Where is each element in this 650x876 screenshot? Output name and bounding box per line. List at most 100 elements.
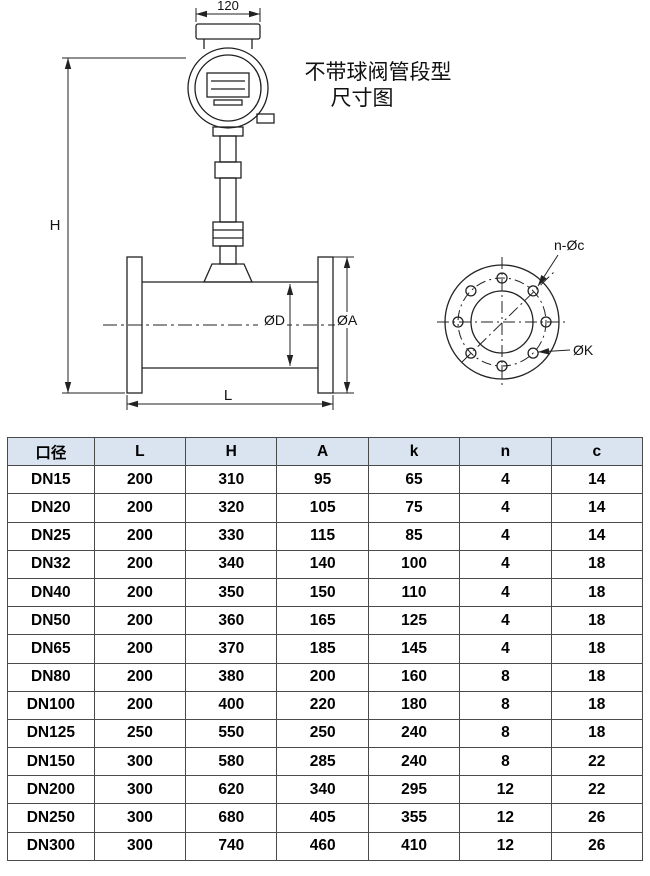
- value-cell: 200: [93, 521, 187, 551]
- row-label-cell: DN150: [7, 747, 95, 777]
- value-cell: 200: [93, 549, 187, 579]
- bolt-circle-leader: [537, 348, 571, 355]
- value-cell: 18: [550, 549, 644, 579]
- value-cell: 330: [185, 521, 278, 551]
- value-cell: 200: [93, 662, 187, 692]
- value-cell: 300: [93, 775, 187, 805]
- dim-h: [62, 57, 186, 394]
- value-cell: 360: [185, 606, 278, 636]
- value-cell: 8: [459, 747, 552, 777]
- value-cell: 550: [185, 718, 278, 749]
- value-cell: 295: [367, 775, 461, 805]
- value-cell: 340: [185, 549, 278, 579]
- value-cell: 200: [93, 634, 187, 664]
- column-header: c: [550, 436, 644, 467]
- bolt-holes-label: n-Øc: [554, 237, 584, 253]
- value-cell: 4: [459, 465, 552, 495]
- dim-l: [126, 395, 334, 410]
- value-cell: 180: [367, 690, 461, 720]
- value-cell: 14: [550, 493, 644, 523]
- value-cell: 620: [185, 775, 278, 805]
- value-cell: 165: [276, 606, 369, 636]
- value-cell: 300: [93, 803, 187, 833]
- value-cell: 400: [185, 690, 278, 720]
- value-cell: 18: [550, 690, 644, 720]
- value-cell: 8: [459, 718, 552, 749]
- row-label-cell: DN15: [7, 465, 95, 495]
- value-cell: 4: [459, 634, 552, 664]
- dimension-drawing-area: 120 H L ØD ØA: [0, 0, 650, 437]
- dimension-drawing: 120 H L ØD ØA: [50, 0, 594, 410]
- value-cell: 250: [93, 718, 187, 749]
- value-cell: 18: [550, 718, 644, 749]
- value-cell: 200: [93, 606, 187, 636]
- value-cell: 250: [276, 718, 369, 749]
- value-cell: 100: [367, 549, 461, 579]
- value-cell: 18: [550, 577, 644, 608]
- value-cell: 240: [367, 747, 461, 777]
- row-label-cell: DN32: [7, 549, 95, 579]
- value-cell: 4: [459, 493, 552, 523]
- value-cell: 355: [367, 803, 461, 833]
- value-cell: 300: [93, 747, 187, 777]
- value-cell: 410: [367, 831, 461, 861]
- value-cell: 18: [550, 606, 644, 636]
- value-cell: 140: [276, 549, 369, 579]
- value-cell: 18: [550, 662, 644, 692]
- value-cell: 22: [550, 747, 644, 777]
- value-cell: 350: [185, 577, 278, 608]
- value-cell: 200: [93, 465, 187, 495]
- value-cell: 200: [93, 493, 187, 523]
- value-cell: 105: [276, 493, 369, 523]
- bolt-holes-leader: [537, 254, 559, 287]
- row-label-cell: DN300: [7, 831, 95, 861]
- column-header: n: [459, 436, 552, 467]
- value-cell: 460: [276, 831, 369, 861]
- dim-label-h: H: [50, 217, 61, 234]
- row-label-cell: DN125: [7, 718, 95, 749]
- value-cell: 145: [367, 634, 461, 664]
- value-cell: 320: [185, 493, 278, 523]
- value-cell: 26: [550, 803, 644, 833]
- row-label-cell: DN80: [7, 662, 95, 692]
- dim-label-d: ØD: [264, 312, 285, 328]
- value-cell: 8: [459, 662, 552, 692]
- value-cell: 110: [367, 577, 461, 608]
- value-cell: 405: [276, 803, 369, 833]
- dim-120: [195, 8, 261, 22]
- column-header: 口径: [7, 436, 95, 467]
- value-cell: 740: [185, 831, 278, 861]
- row-label-cell: DN65: [7, 634, 95, 664]
- value-cell: 4: [459, 549, 552, 579]
- value-cell: 580: [185, 747, 278, 777]
- value-cell: 200: [93, 690, 187, 720]
- value-cell: 220: [276, 690, 369, 720]
- value-cell: 12: [459, 831, 552, 861]
- value-cell: 12: [459, 775, 552, 805]
- value-cell: 310: [185, 465, 278, 495]
- column-header: k: [367, 436, 461, 467]
- dim-label-120: 120: [217, 0, 239, 13]
- dim-d-label-bg: [258, 312, 287, 328]
- value-cell: 12: [459, 803, 552, 833]
- value-cell: 680: [185, 803, 278, 833]
- row-label-cell: DN250: [7, 803, 95, 833]
- value-cell: 65: [367, 465, 461, 495]
- value-cell: 14: [550, 465, 644, 495]
- value-cell: 200: [276, 662, 369, 692]
- value-cell: 185: [276, 634, 369, 664]
- value-cell: 14: [550, 521, 644, 551]
- value-cell: 200: [93, 577, 187, 608]
- dim-label-a: ØA: [337, 312, 358, 328]
